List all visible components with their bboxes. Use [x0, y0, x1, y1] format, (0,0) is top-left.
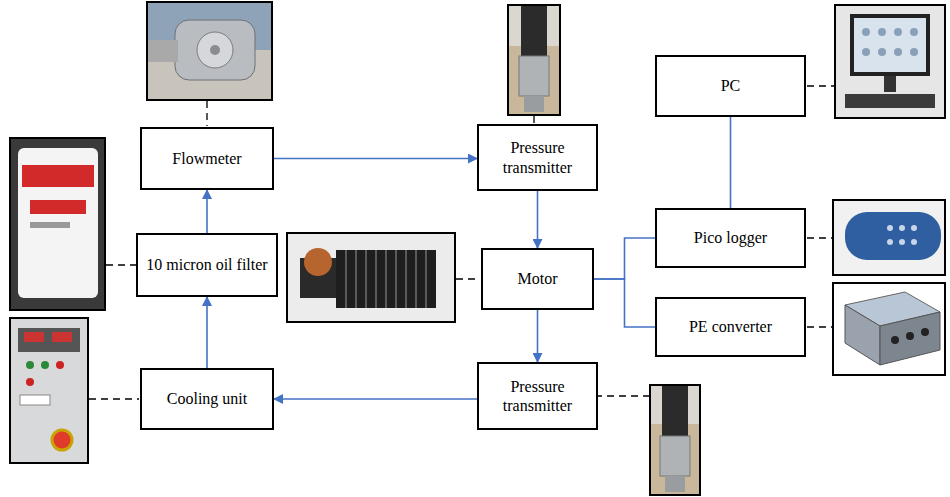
- box-label: Flowmeter: [166, 149, 247, 168]
- pico-logger-photo: [833, 200, 945, 275]
- box-label: Cooling unit: [161, 389, 253, 408]
- pc-photo: [835, 5, 945, 118]
- pe-converter-photo: [833, 283, 945, 375]
- process-box: PC: [655, 55, 806, 117]
- flow-connector: [537, 310, 539, 362]
- flow-connector: [537, 191, 539, 248]
- box-label: PE converter: [683, 317, 778, 336]
- box-label: Pico logger: [688, 228, 773, 247]
- pressure-transmitter-photo: [508, 5, 560, 115]
- process-box: Pressure transmitter: [477, 362, 598, 430]
- box-label: 10 micron oil filter: [140, 255, 273, 274]
- motor-photo: [287, 233, 455, 322]
- process-box: Cooling unit: [140, 368, 274, 430]
- process-box: Pico logger: [655, 208, 806, 268]
- box-label: PC: [715, 76, 747, 95]
- process-box: Flowmeter: [140, 127, 274, 190]
- process-box: 10 micron oil filter: [136, 233, 278, 297]
- box-label: Pressure transmitter: [479, 138, 596, 176]
- process-box: Motor: [481, 248, 594, 310]
- flow-connector: [206, 297, 208, 368]
- pressure-transmitter-photo: [650, 385, 700, 495]
- flow-connector: [594, 279, 655, 327]
- box-label: Motor: [512, 269, 564, 288]
- cooling-unit-photo: [10, 318, 88, 463]
- flow-connector: [594, 238, 655, 279]
- flow-connector: [274, 158, 477, 160]
- flow-connector: [206, 190, 208, 233]
- flow-connector: [274, 398, 477, 400]
- leader-lines: [89, 86, 834, 399]
- box-label: Pressure transmitter: [479, 377, 596, 415]
- flow-connector: [730, 117, 732, 208]
- process-box: PE converter: [655, 297, 806, 357]
- flowmeter-photo: [147, 2, 272, 100]
- process-box: Pressure transmitter: [477, 124, 598, 191]
- oil-filter-photo: [10, 138, 105, 310]
